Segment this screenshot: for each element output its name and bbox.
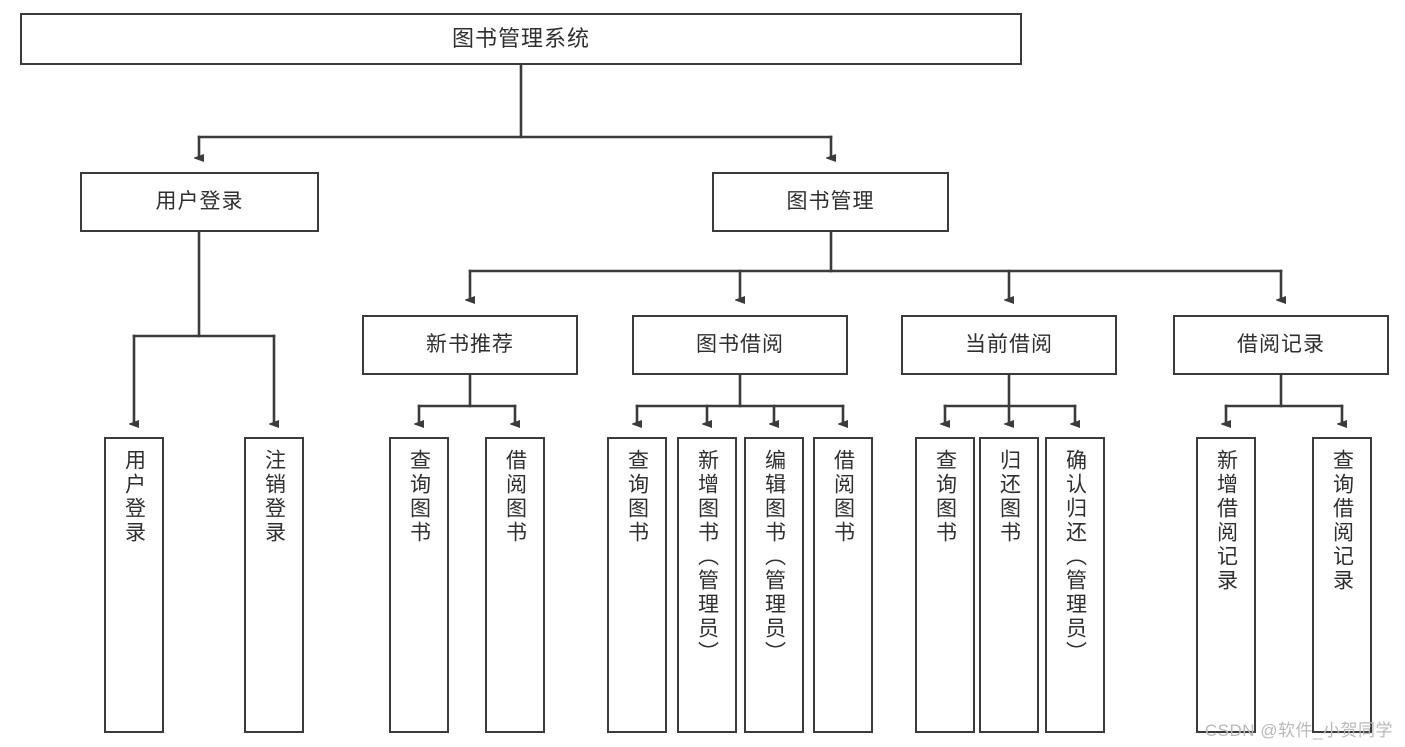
leaf-edit-book-label: 编辑图书（管理员） [762,449,786,665]
node-new-book-recommend-label: 新书推荐 [426,333,514,357]
leaf-add-record-label: 新增借阅记录 [1214,449,1238,593]
leaf-return-book-label: 归还图书 [997,449,1021,545]
leaf-borrow-book-2[interactable]: 借阅图书 [813,437,873,733]
node-book-manage[interactable]: 图书管理 [712,172,949,232]
leaf-borrow-book-2-label: 借阅图书 [831,449,855,545]
leaf-logout-login-label: 注销登录 [262,449,286,545]
leaf-query-record-label: 查询借阅记录 [1330,449,1354,593]
leaf-query-record[interactable]: 查询借阅记录 [1312,437,1372,733]
leaf-confirm-return[interactable]: 确认归还（管理员） [1045,437,1105,733]
node-book-manage-label: 图书管理 [786,190,875,214]
leaf-user-login-label: 用户登录 [122,449,146,545]
leaf-add-book-label: 新增图书（管理员） [695,449,719,665]
leaf-borrow-book-1-label: 借阅图书 [503,449,527,545]
node-root-label: 图书管理系统 [451,25,590,51]
node-borrow-record-label: 借阅记录 [1237,333,1325,357]
leaf-confirm-return-label: 确认归还（管理员） [1063,449,1087,665]
leaf-query-book-3-label: 查询图书 [933,449,957,545]
leaf-user-login[interactable]: 用户登录 [104,437,164,733]
leaf-add-book[interactable]: 新增图书（管理员） [677,437,737,733]
node-user-login[interactable]: 用户登录 [80,172,319,232]
node-current-borrow-label: 当前借阅 [965,333,1053,357]
leaf-borrow-book-1[interactable]: 借阅图书 [485,437,545,733]
node-root[interactable]: 图书管理系统 [20,13,1022,65]
leaf-query-book-2-label: 查询图书 [625,449,649,545]
node-borrow-record[interactable]: 借阅记录 [1173,315,1389,375]
node-new-book-recommend[interactable]: 新书推荐 [362,315,578,375]
node-user-login-label: 用户登录 [155,190,244,214]
leaf-query-book-2[interactable]: 查询图书 [607,437,667,733]
leaf-add-record[interactable]: 新增借阅记录 [1196,437,1256,733]
leaf-logout-login[interactable]: 注销登录 [244,437,304,733]
leaf-query-book-1[interactable]: 查询图书 [389,437,449,733]
leaf-query-book-3[interactable]: 查询图书 [915,437,975,733]
node-book-borrow[interactable]: 图书借阅 [632,315,848,375]
leaf-edit-book[interactable]: 编辑图书（管理员） [744,437,804,733]
leaf-return-book[interactable]: 归还图书 [979,437,1039,733]
leaf-query-book-1-label: 查询图书 [407,449,431,545]
node-book-borrow-label: 图书借阅 [696,333,784,357]
node-current-borrow[interactable]: 当前借阅 [901,315,1117,375]
